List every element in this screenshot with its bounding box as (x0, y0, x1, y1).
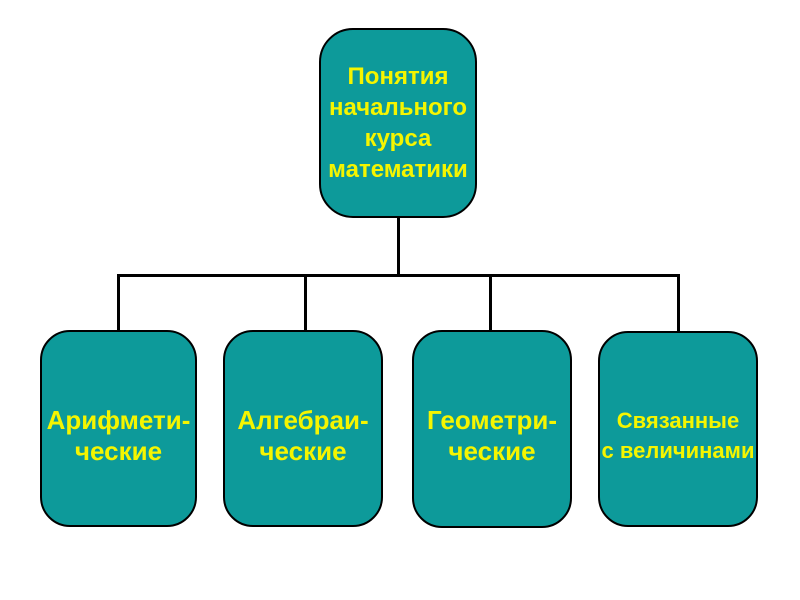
connector-drop-quantities (677, 276, 680, 332)
connector-root-vertical (397, 218, 400, 276)
connector-drop-arithmetic (117, 276, 120, 331)
diagram-root-label: Понятия начального курса математики (328, 62, 468, 184)
diagram-node-algebraic-label: Алгебраи- ческие (237, 404, 369, 466)
diagram-node-arithmetic: Арифмети- ческие (40, 330, 197, 527)
connector-drop-algebraic (304, 276, 307, 331)
connector-drop-geometric (489, 276, 492, 331)
diagram-node-arithmetic-label: Арифмети- ческие (46, 404, 191, 466)
diagram-node-geometric-label: Геометри- ческие (426, 405, 558, 466)
diagram-node-geometric: Геометри- ческие (412, 330, 572, 528)
diagram-root-node: Понятия начального курса математики (319, 28, 477, 218)
diagram-node-quantities: Связанные с величинами (598, 331, 758, 527)
connector-horizontal-bar (117, 274, 680, 277)
diagram-node-algebraic: Алгебраи- ческие (223, 330, 383, 527)
diagram-node-quantities-label: Связанные с величинами (601, 408, 755, 463)
